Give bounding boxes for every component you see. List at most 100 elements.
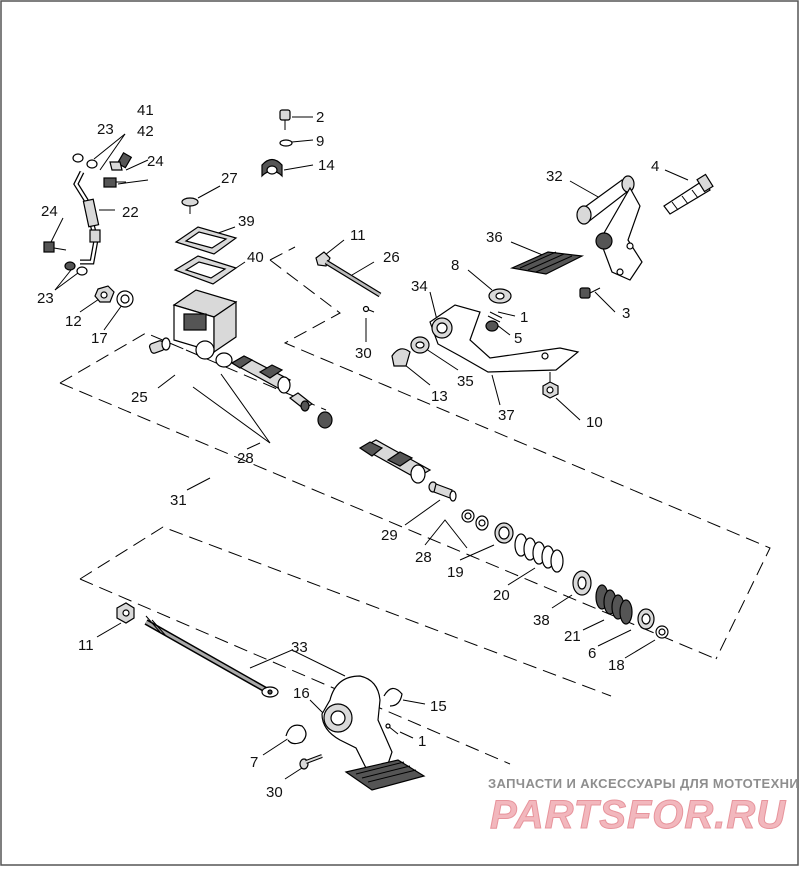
callout-10: 10 bbox=[586, 414, 603, 431]
bolt-3 bbox=[579, 287, 601, 299]
callout-9: 9 bbox=[316, 133, 324, 150]
spring-20 bbox=[514, 533, 564, 573]
callout-24: 24 bbox=[147, 153, 164, 170]
callout-27: 27 bbox=[221, 170, 238, 187]
callout-11: 11 bbox=[350, 227, 366, 244]
nut-12 bbox=[94, 285, 115, 303]
callout-23: 23 bbox=[37, 290, 54, 307]
cap-nut-13 bbox=[391, 348, 411, 367]
banjo-bolt-24-upper bbox=[103, 177, 126, 188]
callout-35: 35 bbox=[457, 373, 474, 390]
callout-12: 12 bbox=[65, 313, 82, 330]
callout-1: 1 bbox=[418, 733, 426, 750]
cotter-pin-1-upper bbox=[487, 311, 503, 323]
callout-34: 34 bbox=[411, 278, 428, 295]
bleeder-valve-41-42 bbox=[109, 151, 133, 171]
callout-38: 38 bbox=[533, 612, 550, 629]
callout-28: 28 bbox=[415, 549, 432, 566]
callout-16: 16 bbox=[293, 685, 310, 702]
callout-8: 8 bbox=[451, 257, 459, 274]
seal-cup bbox=[317, 411, 333, 429]
callout-40: 40 bbox=[247, 249, 264, 266]
washers-28-19 bbox=[461, 509, 514, 544]
assembly-outline-33 bbox=[79, 526, 612, 765]
rod-lower bbox=[144, 615, 279, 698]
callout-28: 28 bbox=[237, 450, 254, 467]
o-ring bbox=[215, 352, 233, 368]
ring-18 bbox=[655, 625, 669, 639]
piston-28-upper bbox=[230, 355, 292, 394]
callout-31: 31 bbox=[170, 492, 187, 509]
callout-7: 7 bbox=[250, 754, 258, 771]
piston-assembly-28-lower bbox=[358, 439, 432, 484]
callout-24: 24 bbox=[41, 203, 58, 220]
nut-10 bbox=[542, 372, 559, 399]
callout-2: 2 bbox=[316, 109, 324, 126]
watermark-logo: PARTSFOR.RU bbox=[490, 793, 786, 837]
callout-4: 4 bbox=[651, 158, 659, 175]
callout-19: 19 bbox=[447, 564, 464, 581]
clip-7 bbox=[285, 724, 307, 745]
callout-30: 30 bbox=[355, 345, 372, 362]
callout-39: 39 bbox=[238, 213, 255, 230]
callout-29: 29 bbox=[381, 527, 398, 544]
callout-37: 37 bbox=[498, 407, 515, 424]
pushrod-26 bbox=[315, 251, 382, 298]
lockwasher-17 bbox=[116, 290, 134, 308]
callout-11: 11 bbox=[78, 637, 94, 654]
callout-5: 5 bbox=[514, 330, 522, 347]
bracket-32 bbox=[576, 175, 643, 281]
callout-3: 3 bbox=[622, 305, 630, 322]
screw-2 bbox=[279, 109, 291, 130]
callout-30: 30 bbox=[266, 784, 283, 801]
watermark-caption: ЗАПЧАСТИ И АКСЕССУАРЫ ДЛЯ МОТОТЕХНИКИ bbox=[488, 776, 800, 791]
callout-6: 6 bbox=[588, 645, 596, 662]
callout-labels: 41 42 23 24 24 22 23 12 17 2 9 14 27 39 … bbox=[37, 102, 659, 801]
cotter-pin-1-lower bbox=[385, 723, 399, 735]
cap-25 bbox=[148, 337, 171, 354]
callout-17: 17 bbox=[91, 330, 108, 347]
callout-32: 32 bbox=[546, 168, 563, 185]
callout-33: 33 bbox=[291, 639, 308, 656]
washer-8 bbox=[488, 288, 512, 304]
callout-1: 1 bbox=[520, 309, 528, 326]
washer-6 bbox=[637, 608, 655, 630]
bellows-21 bbox=[595, 584, 633, 625]
clamp-14 bbox=[261, 158, 283, 178]
callout-25: 25 bbox=[131, 389, 148, 406]
callout-42: 42 bbox=[137, 123, 154, 140]
callout-36: 36 bbox=[486, 229, 503, 246]
lockwasher-9 bbox=[279, 139, 293, 147]
assembly-outline-31 bbox=[59, 246, 771, 660]
cover-39 bbox=[174, 226, 238, 255]
callout-14: 14 bbox=[318, 157, 335, 174]
nut-11-lower bbox=[116, 602, 135, 624]
washer-34 bbox=[410, 336, 430, 354]
callout-41: 41 bbox=[137, 102, 154, 119]
brake-line-22 bbox=[73, 170, 101, 265]
washers-23 bbox=[64, 153, 98, 276]
pushrod-29 bbox=[428, 481, 457, 502]
callout-13: 13 bbox=[431, 388, 448, 405]
pedal-pad bbox=[344, 759, 426, 791]
callout-26: 26 bbox=[383, 249, 400, 266]
callout-21: 21 bbox=[564, 628, 581, 645]
gasket-40 bbox=[173, 255, 238, 285]
leader-lines bbox=[49, 116, 689, 780]
callout-22: 22 bbox=[122, 204, 139, 221]
nut-5 bbox=[485, 320, 499, 332]
footpeg-36 bbox=[509, 251, 585, 275]
banjo-bolt-24-lower bbox=[43, 241, 67, 253]
callout-23: 23 bbox=[97, 121, 114, 138]
pin-30-upper bbox=[362, 305, 375, 313]
clip-15 bbox=[383, 687, 403, 707]
spring-small bbox=[288, 392, 314, 412]
master-cylinder-body bbox=[172, 289, 238, 360]
washer-38 bbox=[572, 570, 592, 596]
bolt-4 bbox=[663, 173, 714, 215]
screw-27 bbox=[181, 197, 199, 214]
callout-20: 20 bbox=[493, 587, 510, 604]
